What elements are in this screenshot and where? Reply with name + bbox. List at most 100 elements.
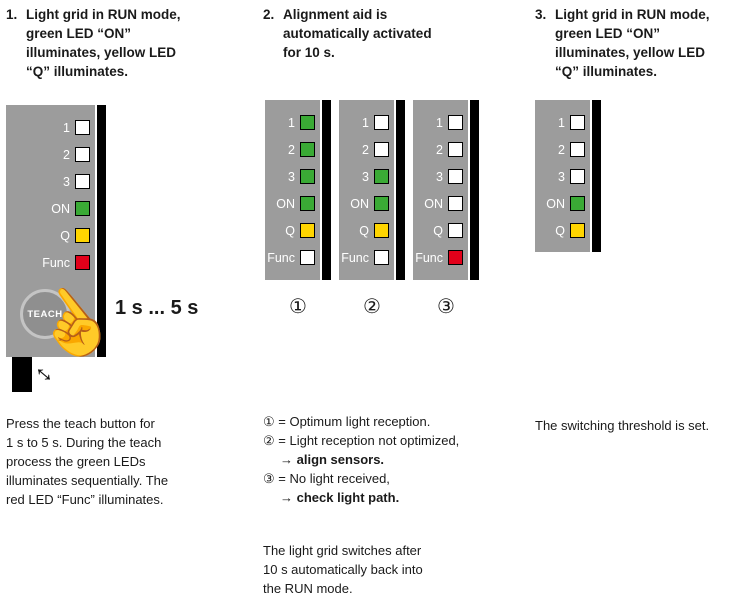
step2-number: 2. (263, 7, 275, 22)
led-indicator (300, 142, 315, 157)
device-panel-alignment-2: 1 2 3 ON Q Func (339, 100, 405, 280)
led-indicator (448, 196, 463, 211)
device-foot (12, 357, 32, 392)
led-row: Func (6, 249, 106, 276)
led-label: 3 (288, 169, 295, 184)
led-indicator (300, 196, 315, 211)
panel-side-strip (590, 100, 601, 252)
led-label: ON (350, 196, 369, 211)
led-indicator (448, 169, 463, 184)
led-indicator (570, 169, 585, 184)
panel-side-strip (394, 100, 405, 280)
step2-note: The light grid switches after 10 s autom… (263, 543, 423, 596)
step3-heading: 3. Light grid in RUN mode, green LED “ON… (535, 5, 747, 81)
led-row: 2 (339, 136, 405, 163)
led-rows: 1 2 3 ON Q (535, 100, 601, 244)
led-indicator (300, 115, 315, 130)
teach-duration-label: 1 s ... 5 s (115, 297, 199, 319)
step3-note: The switching threshold is set. (535, 418, 710, 433)
teach-button: TEACH (20, 289, 70, 339)
led-indicator (75, 174, 90, 189)
led-row: 3 (413, 163, 479, 190)
led-label: Q (555, 223, 565, 238)
step3-number: 3. (535, 7, 547, 22)
led-label: 1 (63, 120, 70, 135)
led-indicator (374, 169, 389, 184)
led-label: Func (42, 255, 70, 270)
led-indicator (448, 250, 463, 265)
led-indicator (75, 147, 90, 162)
step1-number: 1. (6, 7, 18, 22)
led-indicator (374, 142, 389, 157)
step3-heading-text: Light grid in RUN mode, green LED “ON” i… (555, 7, 710, 79)
device-panel-alignment-1: 1 2 3 ON Q Func (265, 100, 331, 280)
led-row: 1 (265, 109, 331, 136)
led-indicator (448, 223, 463, 238)
led-indicator (374, 196, 389, 211)
led-indicator (75, 201, 90, 216)
led-row: 2 (265, 136, 331, 163)
led-row: ON (535, 190, 601, 217)
led-row: 2 (413, 136, 479, 163)
led-row: Func (413, 244, 479, 271)
led-row: Q (339, 217, 405, 244)
led-label: Func (267, 250, 295, 265)
led-row: 1 (535, 109, 601, 136)
step2-heading: 2. Alignment aid is automatically activa… (263, 5, 473, 62)
led-label: Q (433, 223, 443, 238)
led-label: Q (285, 223, 295, 238)
led-row: ON (339, 190, 405, 217)
led-label: 2 (436, 142, 443, 157)
led-row: ON (6, 195, 106, 222)
led-row: 3 (265, 163, 331, 190)
step1-heading: 1. Light grid in RUN mode, green LED “ON… (6, 5, 230, 81)
legend-line-5: → check light path. (280, 490, 400, 505)
led-label: 2 (362, 142, 369, 157)
led-label: 3 (63, 174, 70, 189)
alignment-tag-2: ② (363, 296, 381, 318)
led-label: ON (51, 201, 70, 216)
led-label: ON (546, 196, 565, 211)
led-row: Q (413, 217, 479, 244)
led-rows: 1 2 3 ON Q Func (6, 105, 106, 276)
device-panel-step3: 1 2 3 ON Q (535, 100, 601, 252)
device-panel-alignment-3: 1 2 3 ON Q Func (413, 100, 479, 280)
device-panel-step1: 1 2 3 ON Q Func TEAC (6, 105, 106, 357)
led-label: ON (424, 196, 443, 211)
led-row: 3 (6, 168, 106, 195)
led-row: 1 (339, 109, 405, 136)
panel-side-strip (95, 105, 106, 357)
led-label: 3 (436, 169, 443, 184)
led-indicator (570, 115, 585, 130)
led-indicator (448, 115, 463, 130)
led-label: 2 (558, 142, 565, 157)
led-label: Func (341, 250, 369, 265)
led-label: Func (415, 250, 443, 265)
led-label: ON (276, 196, 295, 211)
led-row: 1 (413, 109, 479, 136)
led-indicator (300, 250, 315, 265)
led-row: Func (339, 244, 405, 271)
led-label: Q (359, 223, 369, 238)
led-row: Q (265, 217, 331, 244)
led-row: ON (413, 190, 479, 217)
led-label: 1 (362, 115, 369, 130)
led-indicator (570, 142, 585, 157)
led-row: 3 (339, 163, 405, 190)
led-label: 1 (558, 115, 565, 130)
led-row: 3 (535, 163, 601, 190)
led-row: Func (265, 244, 331, 271)
legend-line-1: ① = Optimum light reception. (263, 414, 431, 429)
led-label: 3 (558, 169, 565, 184)
led-row: 1 (6, 114, 106, 141)
step1-note: Press the teach button for 1 s to 5 s. D… (6, 416, 169, 507)
led-indicator (570, 196, 585, 211)
led-indicator (374, 223, 389, 238)
panel-side-strip (320, 100, 331, 280)
led-indicator (570, 223, 585, 238)
alignment-tag-1: ① (289, 296, 307, 318)
led-row: Q (535, 217, 601, 244)
panel-side-strip (468, 100, 479, 280)
led-label: 1 (436, 115, 443, 130)
